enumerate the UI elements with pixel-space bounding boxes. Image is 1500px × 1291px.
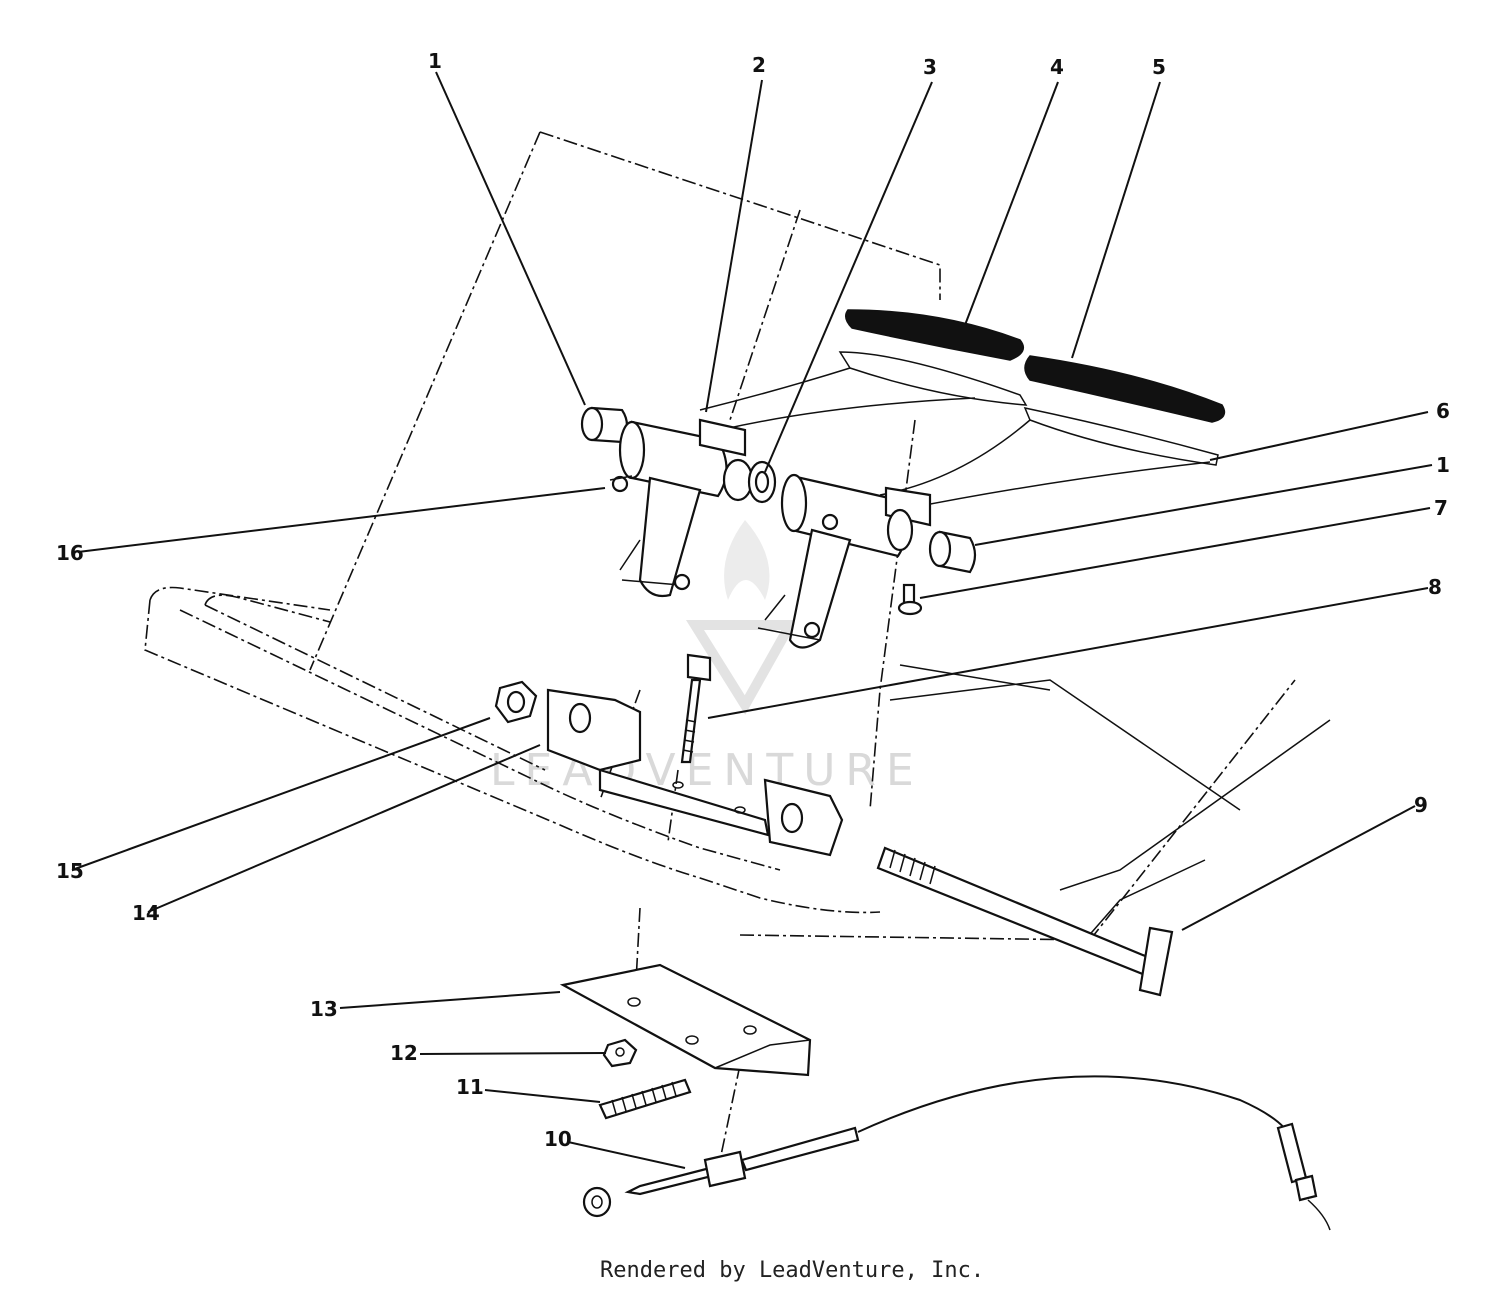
- leadventure-watermark-logo: [685, 520, 799, 715]
- callout-3: 3: [923, 55, 937, 79]
- callout-5: 5: [1152, 55, 1166, 79]
- leader-lines: [71, 71, 1433, 1169]
- callout-4: 4: [1050, 55, 1064, 79]
- callout-labels: 1 2 3 4 5 6 1 7 8 9 10 11 12 13 14 15 16: [56, 49, 1450, 1151]
- callout-7: 7: [1434, 496, 1448, 520]
- callout-15: 15: [56, 859, 84, 883]
- deck-frame: [144, 586, 1331, 941]
- pedal-arm-left: [618, 418, 754, 598]
- callout-14: 14: [132, 901, 160, 925]
- render-credit: Rendered by LeadVenture, Inc.: [600, 1258, 984, 1283]
- callout-1-right: 1: [1436, 453, 1450, 477]
- spacer-washer: [747, 460, 777, 504]
- pedal-plate: [699, 351, 1219, 511]
- callout-13: 13: [310, 997, 338, 1021]
- callout-12: 12: [390, 1041, 418, 1065]
- pedal-arm-right: [757, 473, 932, 649]
- callout-8: 8: [1428, 575, 1442, 599]
- callout-10: 10: [544, 1127, 572, 1151]
- lock-nut: [494, 680, 538, 724]
- hex-bolt: [680, 653, 712, 764]
- bushing-right: [928, 530, 977, 574]
- pedal-pad-left: [845, 309, 1025, 361]
- mounting-plate: [559, 963, 812, 1077]
- callout-16: 16: [56, 541, 84, 565]
- callout-2: 2: [752, 53, 766, 77]
- callout-9: 9: [1414, 793, 1428, 817]
- callout-1-top: 1: [428, 49, 442, 73]
- retaining-clip: [609, 475, 633, 493]
- callout-6: 6: [1436, 399, 1450, 423]
- pivot-rod: [876, 846, 1174, 997]
- screw: [897, 583, 923, 616]
- return-spring: [598, 1078, 692, 1120]
- control-cable: [582, 1075, 1331, 1231]
- pedal-pad-right: [1024, 355, 1226, 423]
- pivot-bracket: [546, 688, 844, 857]
- hex-nut: [602, 1038, 638, 1068]
- callout-11: 11: [456, 1075, 484, 1099]
